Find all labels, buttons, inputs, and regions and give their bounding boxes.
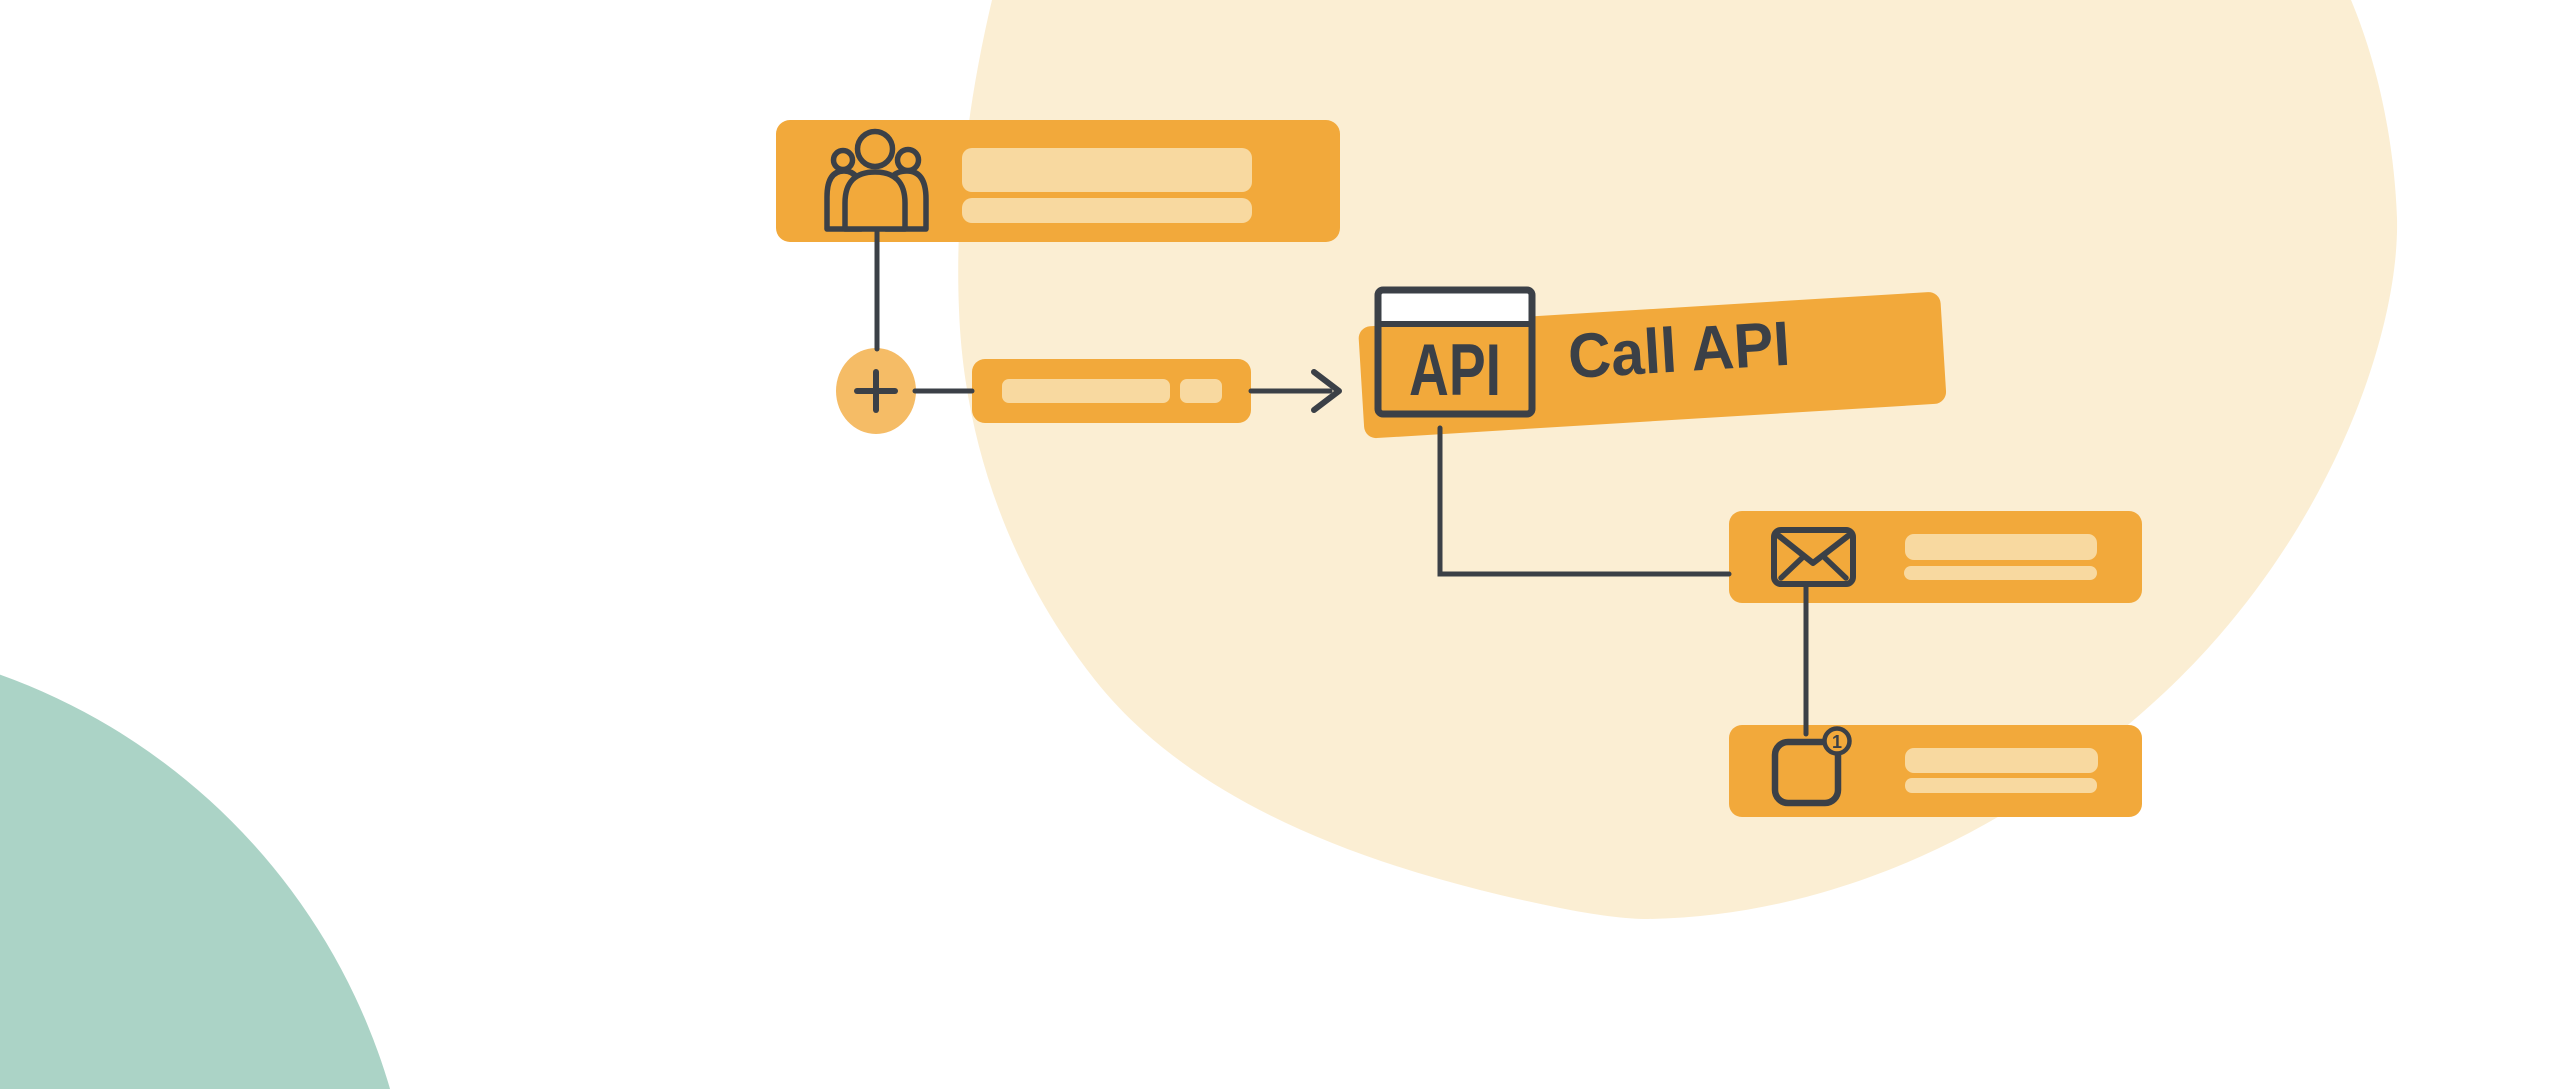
- connectors: [874, 227, 1809, 737]
- notification-placeholder-bar-2: [1905, 778, 2097, 793]
- email-placeholder-bar-1: [1905, 534, 2097, 560]
- users-icon-front-body: [842, 169, 908, 232]
- audience-placeholder-bar-1: [962, 148, 1252, 192]
- teal-circle-decoration: [0, 674, 390, 1089]
- trigger-placeholder-bar-short: [1180, 379, 1222, 403]
- app-square-outline: [1771, 738, 1842, 807]
- call-api-card-background: [1358, 292, 1947, 439]
- trigger-placeholder-bar-long: [1002, 379, 1170, 403]
- users-icon-front-head: [854, 128, 896, 170]
- notification-badge-count: 1: [1832, 732, 1842, 752]
- step-card-call-api[interactable]: Call API: [1358, 291, 1947, 439]
- api-icon-text: API: [1409, 330, 1501, 411]
- api-window-icon: API: [1374, 286, 1536, 418]
- step-card-email[interactable]: [1729, 511, 2142, 603]
- connector-api-to-email: [1437, 425, 1732, 577]
- envelope-outline: [1771, 527, 1856, 587]
- email-placeholder-bar-2: [1904, 566, 2097, 580]
- step-card-trigger[interactable]: [972, 359, 1251, 423]
- envelope-fold-right: [1822, 555, 1849, 581]
- users-icon: [824, 128, 929, 232]
- notification-badge: [1822, 726, 1852, 756]
- envelope-flap: [1776, 533, 1851, 566]
- api-window-outline: [1374, 286, 1536, 418]
- audience-placeholder-bar-2: [962, 198, 1252, 223]
- plus-icon: [854, 369, 898, 413]
- envelope-icon: [1771, 527, 1856, 587]
- app-notification-icon: 1: [1771, 726, 1852, 807]
- call-api-label: Call API: [1566, 309, 1792, 392]
- envelope-fold-left: [1778, 555, 1805, 581]
- arrowhead-icon: [1311, 369, 1342, 413]
- api-window-header-fill: [1381, 293, 1529, 323]
- notification-placeholder-bar-1: [1905, 748, 2098, 773]
